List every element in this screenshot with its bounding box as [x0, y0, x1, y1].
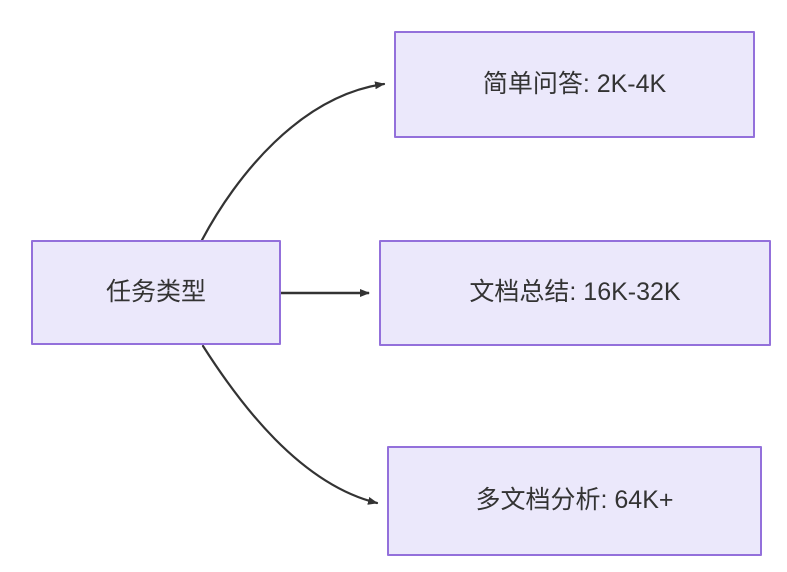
node-task-type[interactable]: 任务类型 [31, 240, 281, 345]
node-multi-doc[interactable]: 多文档分析: 64K+ [387, 446, 762, 556]
node-task-type-label: 任务类型 [105, 277, 206, 306]
node-simple-qa[interactable]: 简单问答: 2K-4K [394, 31, 755, 138]
node-simple-qa-label: 简单问答: 2K-4K [482, 69, 667, 98]
node-doc-summary-label: 文档总结: 16K-32K [469, 278, 681, 307]
edge-root-to-multi-doc [201, 344, 379, 505]
node-doc-summary[interactable]: 文档总结: 16K-32K [379, 240, 771, 346]
node-multi-doc-label: 多文档分析: 64K+ [475, 486, 674, 515]
edge-root-to-simple-qa [200, 81, 386, 242]
